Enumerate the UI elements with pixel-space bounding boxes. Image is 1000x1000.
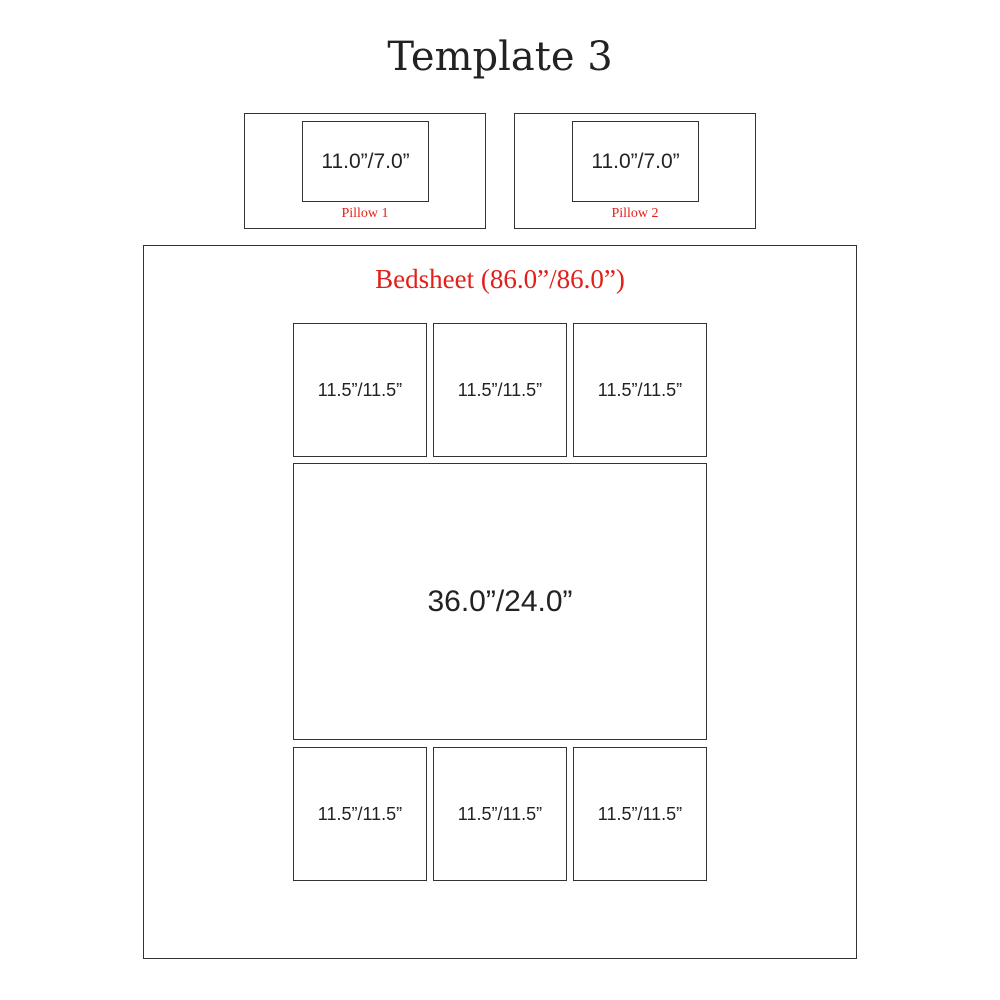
pillow-1-panel: 11.0”/7.0” Pillow 1 (244, 113, 486, 229)
top-photo-slot-1[interactable]: 11.5”/11.5” (293, 323, 427, 457)
bedsheet-panel: Bedsheet (86.0”/86.0”) 11.5”/11.5” 11.5”… (143, 245, 857, 959)
center-photo-size: 36.0”/24.0” (427, 584, 573, 618)
bottom-photo-slot-3[interactable]: 11.5”/11.5” (573, 747, 707, 881)
top-photo-size-1: 11.5”/11.5” (317, 379, 403, 400)
bottom-photo-slot-1[interactable]: 11.5”/11.5” (293, 747, 427, 881)
pillow-2-label: Pillow 2 (611, 206, 659, 221)
top-photo-size-3: 11.5”/11.5” (597, 379, 683, 400)
page-title: Template 3 (387, 34, 613, 80)
top-photo-slot-3[interactable]: 11.5”/11.5” (573, 323, 707, 457)
bottom-photo-slot-2[interactable]: 11.5”/11.5” (433, 747, 567, 881)
bottom-photo-size-2: 11.5”/11.5” (457, 803, 543, 824)
pillow-1-photo-slot[interactable]: 11.0”/7.0” (302, 121, 429, 202)
pillow-2-panel: 11.0”/7.0” Pillow 2 (514, 113, 756, 229)
pillow-1-photo-size: 11.0”/7.0” (321, 149, 410, 173)
top-photo-size-2: 11.5”/11.5” (457, 379, 543, 400)
bedsheet-label: Bedsheet (86.0”/86.0”) (375, 264, 625, 294)
pillow-2-photo-slot[interactable]: 11.0”/7.0” (572, 121, 699, 202)
pillow-1-label: Pillow 1 (341, 206, 389, 221)
top-photo-slot-2[interactable]: 11.5”/11.5” (433, 323, 567, 457)
pillow-2-photo-size: 11.0”/7.0” (591, 149, 680, 173)
bottom-photo-size-1: 11.5”/11.5” (317, 803, 403, 824)
center-photo-slot[interactable]: 36.0”/24.0” (293, 463, 707, 740)
bottom-photo-size-3: 11.5”/11.5” (597, 803, 683, 824)
